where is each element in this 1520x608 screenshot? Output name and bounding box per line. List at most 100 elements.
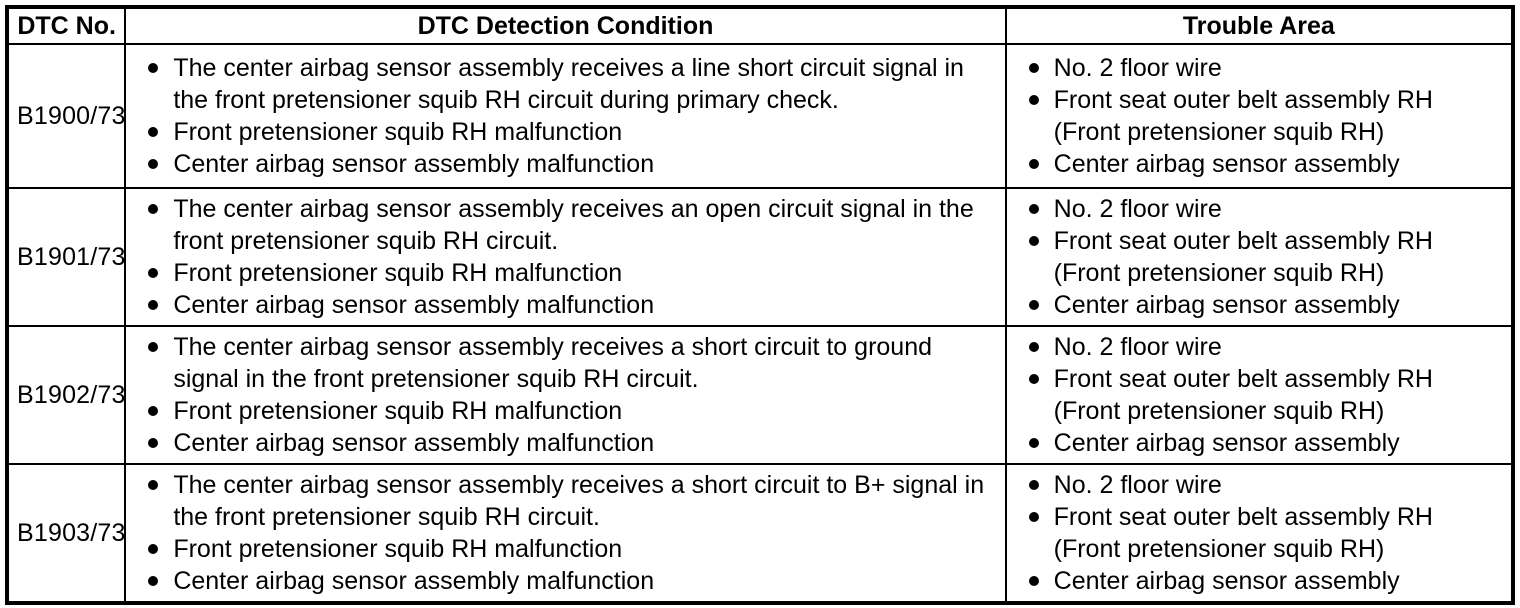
bullet-icon xyxy=(1028,342,1039,352)
bullet-icon xyxy=(1028,480,1039,490)
condition-list: The center airbag sensor assembly receiv… xyxy=(148,331,993,459)
condition-item: The center airbag sensor assembly receiv… xyxy=(148,469,993,533)
table-row: B1901/73 The center airbag sensor assemb… xyxy=(5,187,1515,327)
detection-condition-cell: The center airbag sensor assembly receiv… xyxy=(124,325,1007,465)
dtc-code-cell: B1903/73 xyxy=(5,463,127,604)
condition-list: The center airbag sensor assembly receiv… xyxy=(148,469,993,597)
dtc-code-cell: B1900/73 xyxy=(5,43,127,189)
condition-item: Front pretensioner squib RH malfunction xyxy=(148,533,993,565)
column-header-trouble-area: Trouble Area xyxy=(1004,6,1515,45)
trouble-area-text: Center airbag sensor assembly xyxy=(1053,150,1400,178)
condition-text: The center airbag sensor assembly receiv… xyxy=(173,471,985,531)
bullet-icon xyxy=(148,127,159,137)
bullet-icon xyxy=(148,268,159,278)
condition-text: Front pretensioner squib RH malfunction xyxy=(173,397,623,425)
condition-text: Front pretensioner squib RH malfunction xyxy=(173,535,623,563)
trouble-area-text: Front seat outer belt assembly RH (Front… xyxy=(1053,503,1433,563)
trouble-area-item: Front seat outer belt assembly RH (Front… xyxy=(1028,84,1482,148)
condition-list: The center airbag sensor assembly receiv… xyxy=(148,52,993,180)
trouble-area-text: Center airbag sensor assembly xyxy=(1053,567,1400,595)
condition-item: Center airbag sensor assembly malfunctio… xyxy=(148,565,993,597)
trouble-area-text: No. 2 floor wire xyxy=(1053,333,1222,361)
condition-text: Center airbag sensor assembly malfunctio… xyxy=(173,150,655,178)
condition-text: Front pretensioner squib RH malfunction xyxy=(173,118,623,146)
bullet-icon xyxy=(1028,374,1039,384)
table-row: B1902/73 The center airbag sensor assemb… xyxy=(5,325,1515,465)
bullet-icon xyxy=(1028,576,1039,586)
dtc-code-cell: B1902/73 xyxy=(5,325,127,465)
trouble-area-cell: No. 2 floor wire Front seat outer belt a… xyxy=(1004,463,1515,604)
trouble-area-text: No. 2 floor wire xyxy=(1053,54,1222,82)
condition-text: The center airbag sensor assembly receiv… xyxy=(173,54,964,114)
bullet-icon xyxy=(148,159,159,169)
table-header-row: DTC No. DTC Detection Condition Trouble … xyxy=(5,6,1515,45)
bullet-icon xyxy=(1028,512,1039,522)
bullet-icon xyxy=(1028,159,1039,169)
bullet-icon xyxy=(148,576,159,586)
detection-condition-cell: The center airbag sensor assembly receiv… xyxy=(124,187,1007,327)
bullet-icon xyxy=(1028,95,1039,105)
trouble-area-list: No. 2 floor wire Front seat outer belt a… xyxy=(1028,52,1482,180)
trouble-area-item: Center airbag sensor assembly xyxy=(1028,148,1482,180)
trouble-area-text: No. 2 floor wire xyxy=(1053,471,1222,499)
table-row: B1903/73 The center airbag sensor assemb… xyxy=(5,463,1515,604)
trouble-area-cell: No. 2 floor wire Front seat outer belt a… xyxy=(1004,325,1515,465)
trouble-area-text: Center airbag sensor assembly xyxy=(1053,429,1400,457)
condition-item: The center airbag sensor assembly receiv… xyxy=(148,331,993,395)
trouble-area-text: Center airbag sensor assembly xyxy=(1053,291,1400,319)
condition-text: Center airbag sensor assembly malfunctio… xyxy=(173,291,655,319)
bullet-icon xyxy=(148,204,159,214)
trouble-area-list: No. 2 floor wire Front seat outer belt a… xyxy=(1028,193,1482,321)
trouble-area-text: Front seat outer belt assembly RH (Front… xyxy=(1053,365,1433,425)
bullet-icon xyxy=(148,544,159,554)
trouble-area-text: Front seat outer belt assembly RH (Front… xyxy=(1053,86,1433,146)
trouble-area-item: No. 2 floor wire xyxy=(1028,331,1482,363)
dtc-table: DTC No. DTC Detection Condition Trouble … xyxy=(5,5,1515,605)
trouble-area-item: No. 2 floor wire xyxy=(1028,193,1482,225)
trouble-area-item: Center airbag sensor assembly xyxy=(1028,289,1482,321)
condition-item: Front pretensioner squib RH malfunction xyxy=(148,116,993,148)
bullet-icon xyxy=(148,480,159,490)
trouble-area-item: Front seat outer belt assembly RH (Front… xyxy=(1028,501,1482,565)
bullet-icon xyxy=(1028,236,1039,246)
condition-item: Center airbag sensor assembly malfunctio… xyxy=(148,427,993,459)
trouble-area-cell: No. 2 floor wire Front seat outer belt a… xyxy=(1004,43,1515,189)
detection-condition-cell: The center airbag sensor assembly receiv… xyxy=(124,43,1007,189)
trouble-area-text: Front seat outer belt assembly RH (Front… xyxy=(1053,227,1433,287)
trouble-area-text: No. 2 floor wire xyxy=(1053,195,1222,223)
condition-text: Center airbag sensor assembly malfunctio… xyxy=(173,567,655,595)
trouble-area-list: No. 2 floor wire Front seat outer belt a… xyxy=(1028,331,1482,459)
trouble-area-cell: No. 2 floor wire Front seat outer belt a… xyxy=(1004,187,1515,327)
condition-item: The center airbag sensor assembly receiv… xyxy=(148,193,993,257)
condition-item: Front pretensioner squib RH malfunction xyxy=(148,395,993,427)
bullet-icon xyxy=(148,63,159,73)
trouble-area-item: Front seat outer belt assembly RH (Front… xyxy=(1028,363,1482,427)
trouble-area-item: Center airbag sensor assembly xyxy=(1028,427,1482,459)
condition-text: The center airbag sensor assembly receiv… xyxy=(173,333,933,393)
detection-condition-cell: The center airbag sensor assembly receiv… xyxy=(124,463,1007,604)
table-row: B1900/73 The center airbag sensor assemb… xyxy=(5,43,1515,189)
condition-item: Center airbag sensor assembly malfunctio… xyxy=(148,289,993,321)
trouble-area-item: Center airbag sensor assembly xyxy=(1028,565,1482,597)
condition-item: Center airbag sensor assembly malfunctio… xyxy=(148,148,993,180)
dtc-code-cell: B1901/73 xyxy=(5,187,127,327)
condition-text: Front pretensioner squib RH malfunction xyxy=(173,259,623,287)
bullet-icon xyxy=(1028,63,1039,73)
bullet-icon xyxy=(1028,204,1039,214)
trouble-area-list: No. 2 floor wire Front seat outer belt a… xyxy=(1028,469,1482,597)
condition-item: Front pretensioner squib RH malfunction xyxy=(148,257,993,289)
condition-item: The center airbag sensor assembly receiv… xyxy=(148,52,993,116)
column-header-dtc-no: DTC No. xyxy=(5,6,127,45)
bullet-icon xyxy=(148,300,159,310)
condition-list: The center airbag sensor assembly receiv… xyxy=(148,193,993,321)
bullet-icon xyxy=(148,406,159,416)
trouble-area-item: Front seat outer belt assembly RH (Front… xyxy=(1028,225,1482,289)
column-header-detection-condition: DTC Detection Condition xyxy=(124,6,1007,45)
trouble-area-item: No. 2 floor wire xyxy=(1028,469,1482,501)
bullet-icon xyxy=(148,438,159,448)
condition-text: The center airbag sensor assembly receiv… xyxy=(173,195,974,255)
bullet-icon xyxy=(1028,300,1039,310)
trouble-area-item: No. 2 floor wire xyxy=(1028,52,1482,84)
bullet-icon xyxy=(148,342,159,352)
